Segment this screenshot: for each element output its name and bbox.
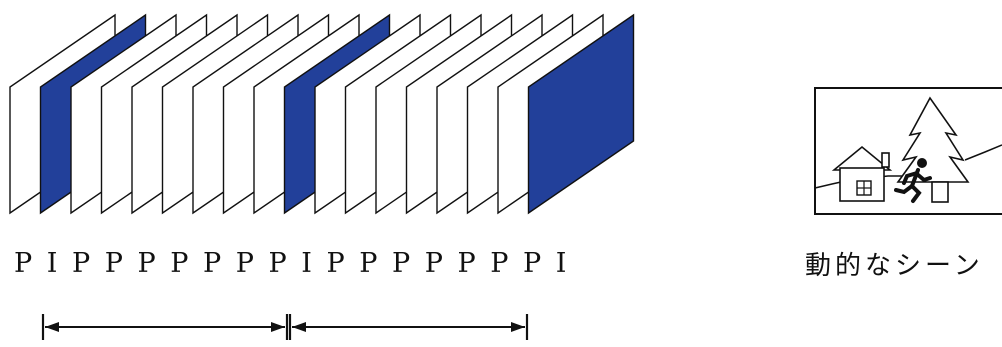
frame-stack — [10, 15, 634, 213]
frame-type-sequence-label: P I P P P P P P P I P P P P P P P I — [14, 248, 569, 279]
dynamic-scene-illustration — [815, 88, 1002, 214]
interval-arrow-1 — [43, 314, 287, 340]
interval-arrow-2 — [290, 314, 527, 340]
scene-caption: 動的なシーン — [805, 245, 984, 282]
gop-interval-arrows — [43, 314, 527, 340]
